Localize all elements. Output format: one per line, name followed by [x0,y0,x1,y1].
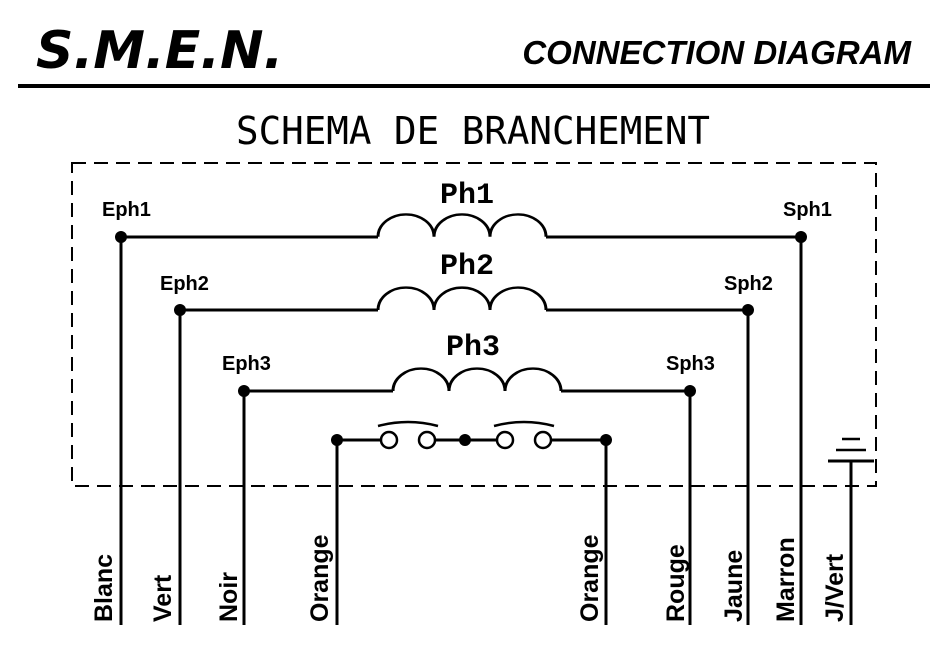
phase-2-label: Ph2 [440,250,494,284]
phase-3-label: Ph3 [446,331,500,365]
motor-enclosure [71,162,877,487]
earth-ground-icon [828,437,874,625]
thermal-terminal-right [600,434,612,446]
thermal-terminal-left [331,434,343,446]
phase-1-label: Ph1 [440,179,494,213]
terminal-eph2 [174,304,186,316]
phase-3-winding [238,367,696,625]
diagram-title: SCHEMA DE BRANCHEMENT [236,109,710,153]
thermal-switch-2-contact-b [533,430,553,450]
thermal-switch-2-arc [493,420,555,428]
terminal-sph2-label: Sph2 [724,273,773,295]
wire-label-orange-right: Orange [576,534,604,622]
terminal-eph3 [238,385,250,397]
terminal-eph1 [115,231,127,243]
thermal-switch-1-contact-a [379,430,399,450]
phase-1-winding [115,213,807,625]
thermal-switch-1-arc [377,420,439,428]
wire-label-rouge: Rouge [662,544,690,622]
thermal-switch-1-contact-b [417,430,437,450]
thermal-switch-2-contact-a [495,430,515,450]
brand-logo: S.M.E.N. [36,21,283,81]
terminal-sph2 [742,304,754,316]
header-rule [18,84,930,88]
wire-label-marron: Marron [772,537,800,622]
wire-label-jaune: Jaune [720,550,748,622]
terminal-sph3 [684,385,696,397]
wire-label-noir: Noir [215,572,243,622]
wire-label-j-vert: J/Vert [821,553,849,622]
page-title: CONNECTION DIAGRAM [522,34,912,71]
wire-label-vert: Vert [149,574,177,622]
terminal-eph3-label: Eph3 [222,353,271,375]
wire-label-blanc: Blanc [90,554,118,622]
terminal-eph2-label: Eph2 [160,273,209,295]
terminal-sph3-label: Sph3 [666,353,715,375]
terminal-eph1-label: Eph1 [102,199,151,221]
thermal-midpoint [459,434,471,446]
thermal-protector [331,420,612,625]
phase-2-winding [174,286,754,625]
terminal-sph1 [795,231,807,243]
terminal-sph1-label: Sph1 [783,199,832,221]
wire-label-orange-left: Orange [306,534,334,622]
